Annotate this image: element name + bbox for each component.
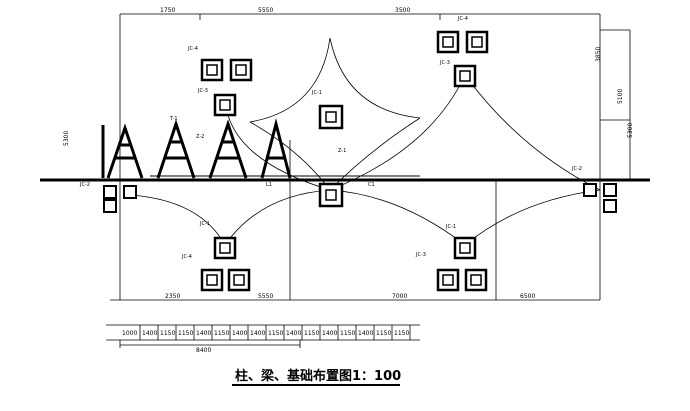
tag-jc1-center: JC-1 (311, 90, 322, 96)
tag-l1: L1 (266, 182, 272, 188)
tag-c1: C1 (368, 182, 375, 188)
tag-jc6-ul: JC-3 (197, 88, 208, 94)
tag-z2: Z-2 (196, 134, 204, 140)
ruler-label: 1150 (376, 330, 391, 337)
ruler-label: 1150 (160, 330, 175, 337)
foundation-far-right-a (583, 183, 597, 197)
tag-jc6-ur: JC-3 (439, 60, 450, 66)
ruler-label: 1150 (340, 330, 355, 337)
ruler-label: 1150 (304, 330, 319, 337)
tag-jc1-lr: JC-1 (445, 224, 456, 230)
ruler-label: 1400 (196, 330, 211, 337)
ruler-label: 1400 (232, 330, 247, 337)
ruler-label: 1400 (286, 330, 301, 337)
ruler-label: 1150 (394, 330, 409, 337)
tag-jc1-ll: JC-1 (199, 221, 210, 227)
ruler-label: 1150 (178, 330, 193, 337)
ruler-label: 1400 (142, 330, 157, 337)
tag-jc4-ur: JC-4 (457, 16, 468, 22)
tag-jc2-left: JC-2 (79, 182, 90, 188)
foundation-far-left-c (103, 199, 117, 213)
dim-right-1: 3850 (595, 47, 602, 62)
dimension-frame (110, 13, 631, 301)
dim-bottom-1: 2350 (165, 293, 180, 300)
dim-left-1: 5300 (63, 131, 70, 146)
ruler-label: 1150 (268, 330, 283, 337)
dim-top-1: 1750 (160, 7, 175, 14)
foundation-far-left-a (103, 185, 117, 199)
ruler-label: 1400 (358, 330, 373, 337)
dim-bottom-total: 8400 (196, 347, 211, 354)
bottom-ruler-ticks (139, 325, 411, 340)
ruler-label: 1150 (214, 330, 229, 337)
dim-bottom-4: 6500 (520, 293, 535, 300)
dim-bottom-3: 7000 (392, 293, 407, 300)
dim-grid-first: 1000 (122, 330, 137, 337)
tag-t1: T-1 (169, 116, 178, 122)
foundation-far-right-b (603, 183, 617, 197)
ruler-label: 1400 (250, 330, 265, 337)
ruler-label: 1400 (322, 330, 337, 337)
tag-jc4-ll: JC-4 (181, 254, 192, 260)
membrane-arcs (129, 37, 601, 246)
drawing-title: 柱、梁、基础布置图1：100 (235, 368, 401, 384)
dim-right-3: 5300 (627, 123, 634, 138)
a-frame-structures (101, 118, 292, 179)
tag-jc2-right: JC-2 (571, 166, 582, 172)
foundation-pads (103, 30, 617, 292)
dim-top-3: 3500 (395, 7, 410, 14)
dim-top-2: 5550 (258, 7, 273, 14)
foundation-far-left-b (123, 185, 137, 199)
tag-jc4-ul: JC-4 (187, 46, 198, 52)
tag-z1: Z-1 (338, 148, 346, 154)
dim-bottom-2: 5550 (258, 293, 273, 300)
tag-jc3-lr: JC-3 (415, 252, 426, 258)
dim-right-2: 5100 (617, 89, 624, 104)
foundation-far-right-c (603, 199, 617, 213)
